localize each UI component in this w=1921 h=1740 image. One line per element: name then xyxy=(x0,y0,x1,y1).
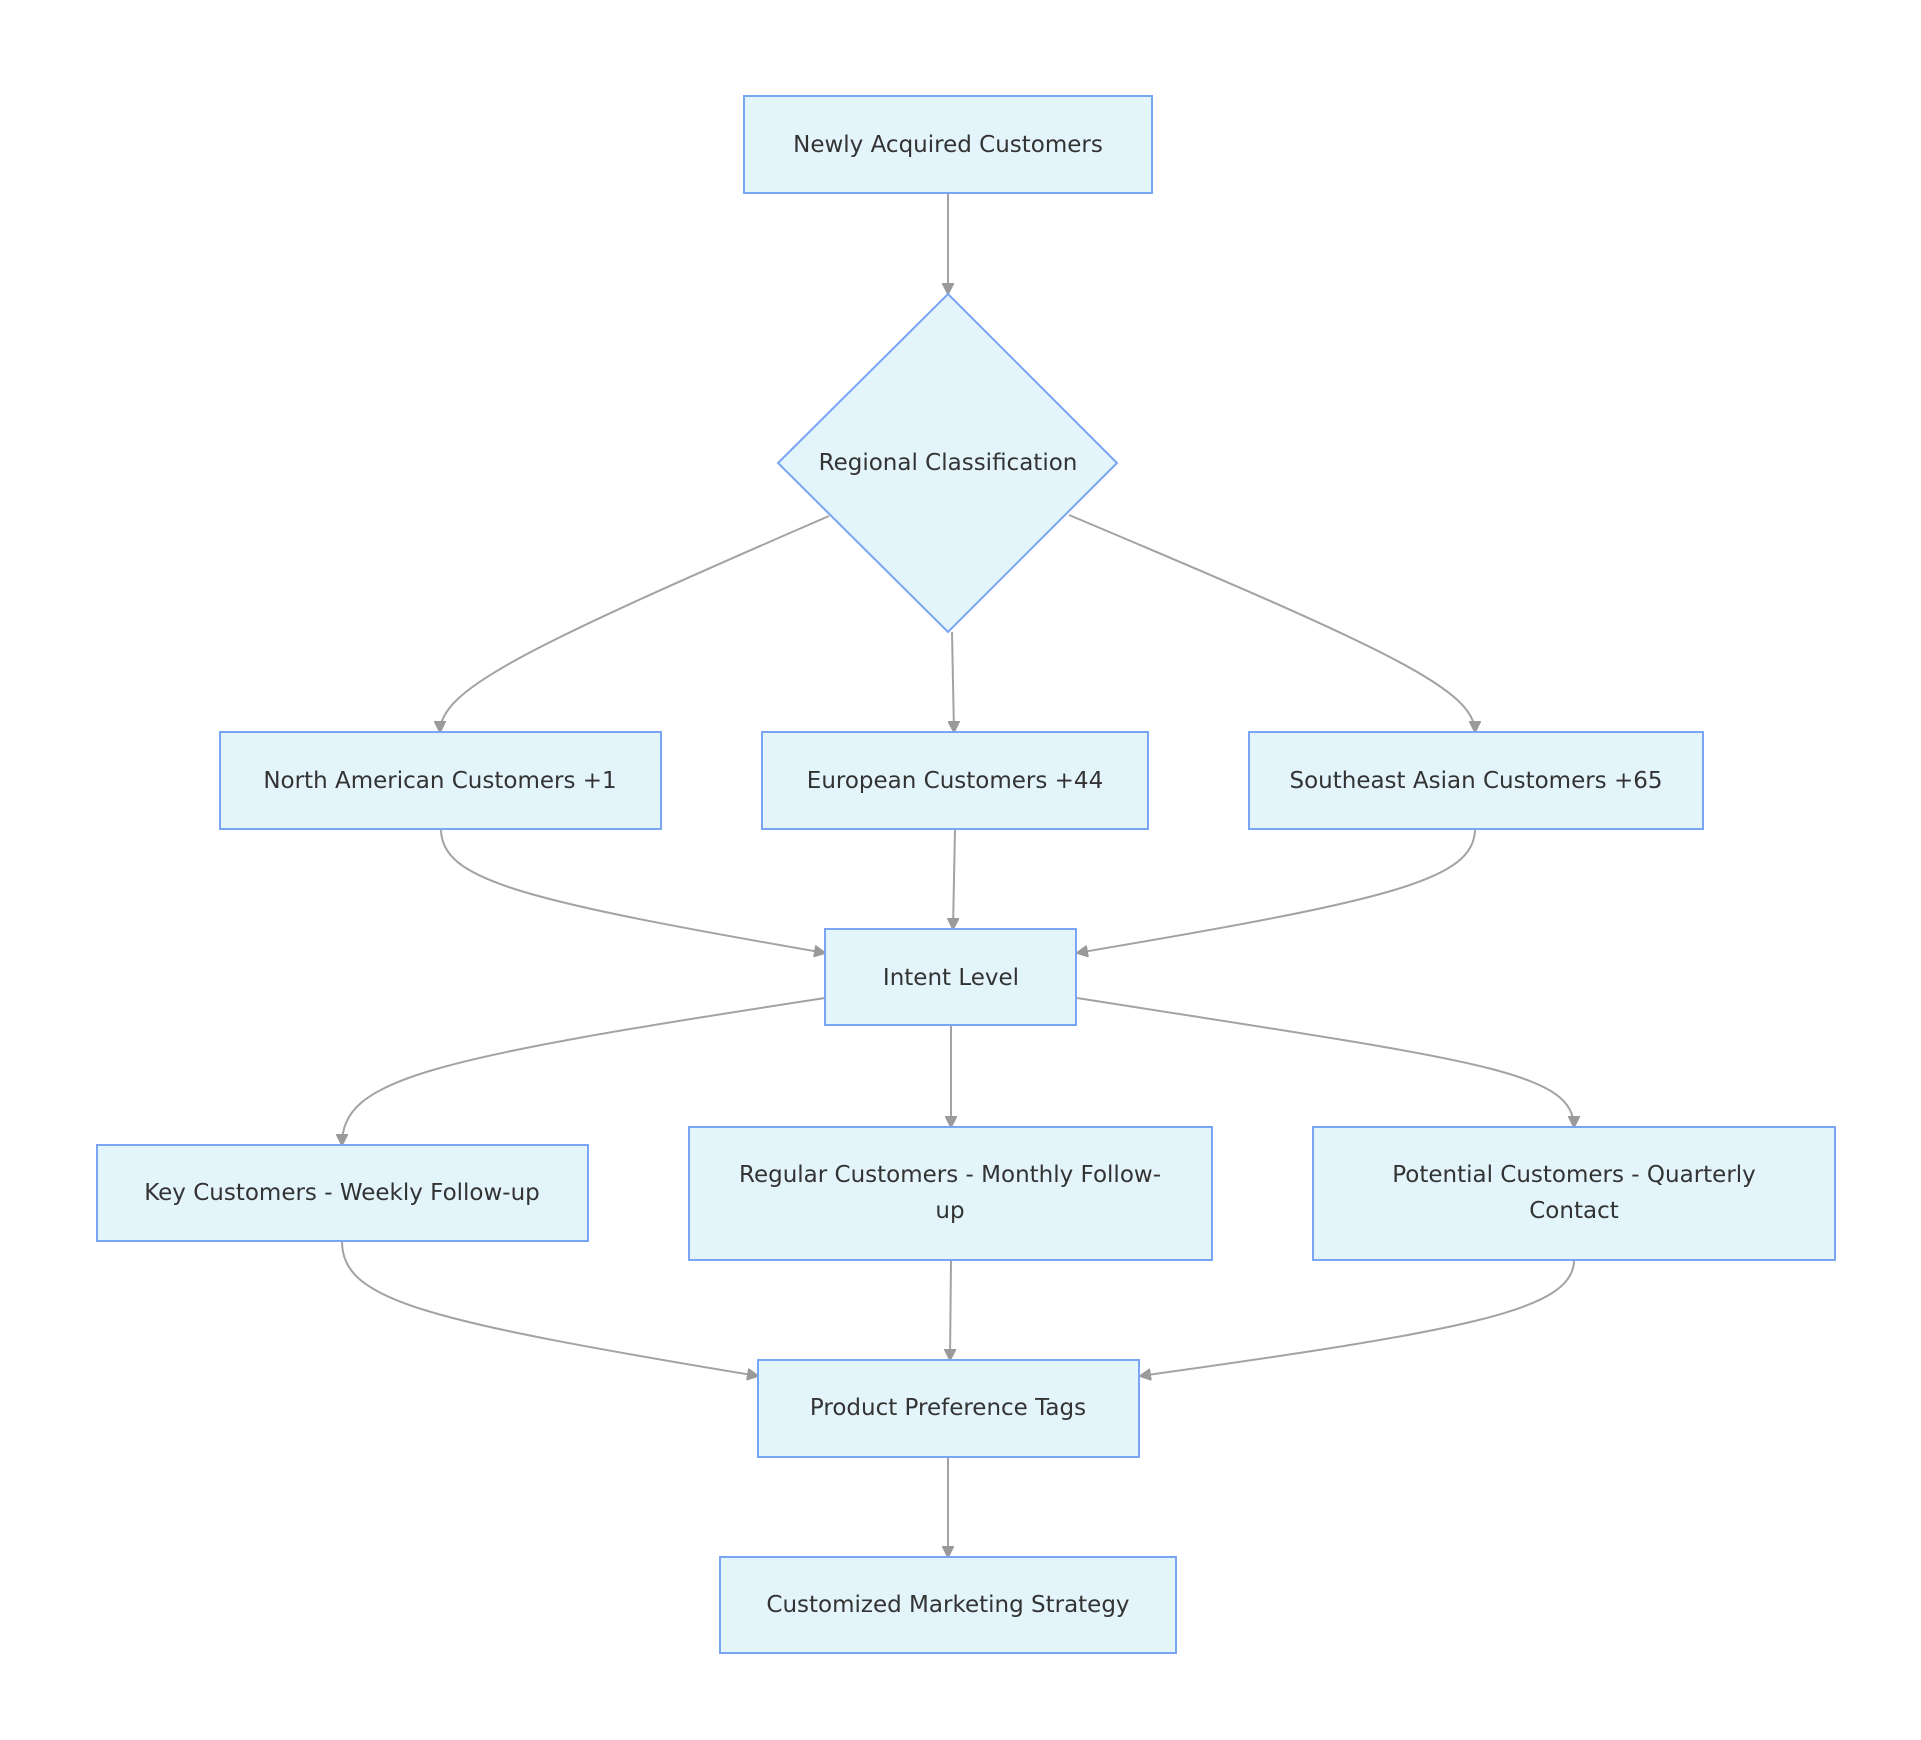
node-label-line: North American Customers +1 xyxy=(263,768,616,794)
svg-text:Southeast Asian Customers +65: Southeast Asian Customers +65 xyxy=(1289,768,1662,794)
edge-european-to-intent-level xyxy=(953,828,955,929)
node-label-line: up xyxy=(935,1198,964,1224)
node-label-line: Southeast Asian Customers +65 xyxy=(1289,768,1662,794)
edge-potential-customers-to-product-preference xyxy=(1140,1259,1575,1376)
node-label-line: Newly Acquired Customers xyxy=(793,132,1103,158)
node-product-preference-tags: Product Preference Tags xyxy=(757,1359,1140,1458)
svg-text:Newly Acquired Customers: Newly Acquired Customers xyxy=(793,132,1103,158)
node-label-line: Key Customers - Weekly Follow-up xyxy=(144,1180,540,1206)
node-key-customers: Key Customers - Weekly Follow-up xyxy=(96,1144,589,1242)
node-southeast-asian-customers: Southeast Asian Customers +65 xyxy=(1248,731,1704,830)
node-european-customers: European Customers +44 xyxy=(761,731,1149,830)
svg-text:North American Customers +1: North American Customers +1 xyxy=(263,768,616,794)
svg-text:Customized Marketing Strategy: Customized Marketing Strategy xyxy=(766,1592,1129,1618)
edge-key-customers-to-product-preference xyxy=(341,1240,758,1376)
node-intent-level: Intent Level xyxy=(824,928,1077,1026)
node-label-line: Intent Level xyxy=(883,965,1019,991)
node-label-line: Regular Customers - Monthly Follow- xyxy=(739,1162,1161,1188)
edge-north-american-to-intent-level xyxy=(440,828,825,953)
svg-text:Regular Customers - Monthly Fo: Regular Customers - Monthly Follow-up xyxy=(739,1162,1161,1224)
node-label-line: Regional Classification xyxy=(819,450,1078,476)
edge-intent-level-to-potential-customers xyxy=(1076,997,1574,1127)
node-newly-acquired-customers: Newly Acquired Customers xyxy=(743,95,1153,194)
edge-regular-customers-to-product-preference xyxy=(950,1259,951,1360)
edge-regional-classification-to-north-american xyxy=(440,515,830,732)
node-label-line: Customized Marketing Strategy xyxy=(766,1592,1129,1618)
node-regional-classification: Regional Classification xyxy=(776,292,1119,634)
svg-text:Regional Classification: Regional Classification xyxy=(819,450,1078,476)
nodes: Newly Acquired Customers Regional Classi… xyxy=(96,95,1836,1654)
node-label-line: European Customers +44 xyxy=(807,768,1103,794)
node-label-line: Potential Customers - Quarterly xyxy=(1392,1162,1756,1188)
svg-text:Key Customers - Weekly Follow-: Key Customers - Weekly Follow-up xyxy=(144,1180,540,1206)
svg-text:Intent Level: Intent Level xyxy=(883,965,1019,991)
node-customized-marketing-strategy: Customized Marketing Strategy xyxy=(719,1556,1177,1654)
edge-regional-classification-to-european xyxy=(952,631,954,732)
edge-intent-level-to-key-customers xyxy=(342,997,826,1145)
svg-text:European Customers +44: European Customers +44 xyxy=(807,768,1103,794)
node-label-line: Contact xyxy=(1529,1198,1618,1224)
node-north-american-customers: North American Customers +1 xyxy=(219,731,662,830)
node-label-line: Product Preference Tags xyxy=(810,1395,1086,1421)
node-regular-customers: Regular Customers - Monthly Follow-up xyxy=(688,1126,1213,1261)
svg-text:Product Preference Tags: Product Preference Tags xyxy=(810,1395,1086,1421)
edges xyxy=(342,193,1574,1557)
edge-southeast-asian-to-intent-level xyxy=(1077,828,1476,953)
edge-regional-classification-to-southeast-asian xyxy=(1068,514,1475,732)
